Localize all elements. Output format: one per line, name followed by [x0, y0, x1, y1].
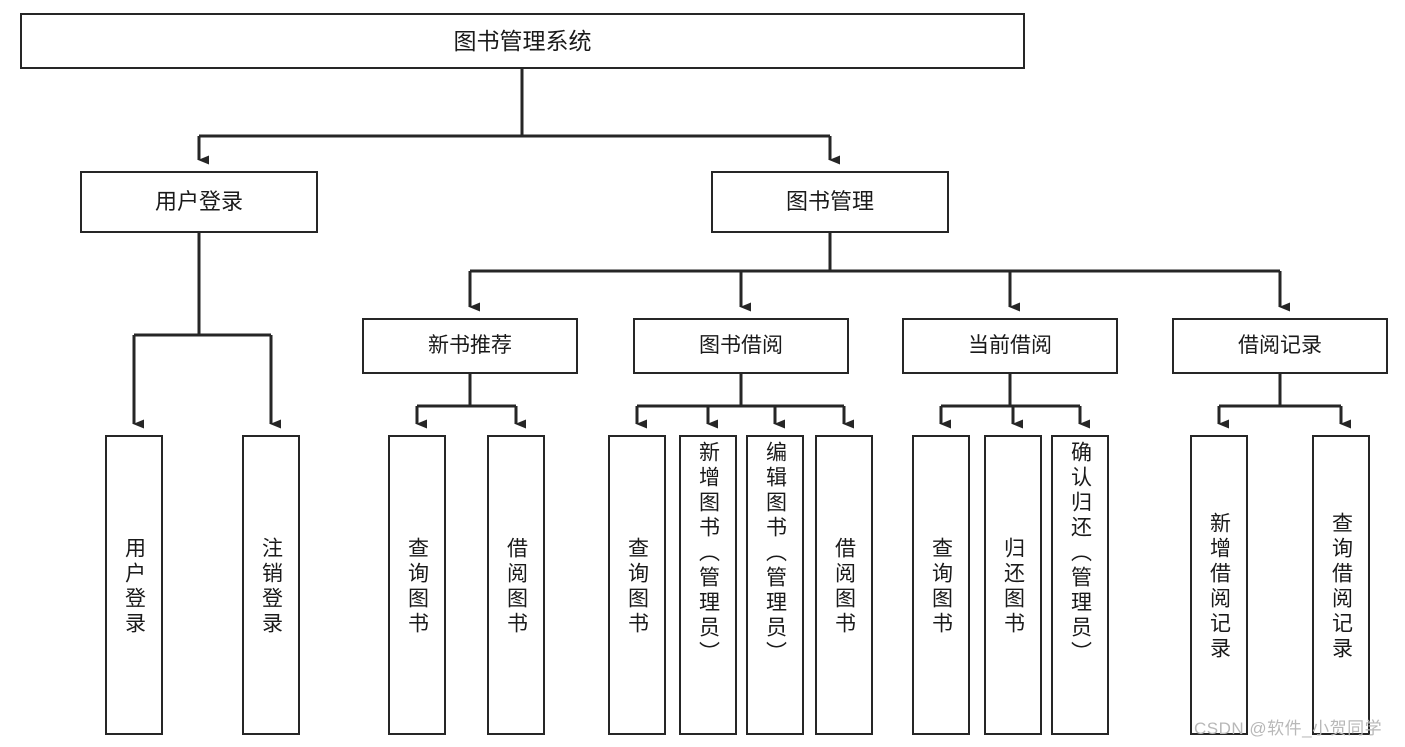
- leaf-label: 编辑图书（管理员）: [763, 441, 787, 666]
- leaf-edit-book-admin[interactable]: 编辑图书（管理员）: [746, 435, 804, 735]
- leaf-label: 确认归还（管理员）: [1068, 441, 1092, 666]
- leaf-add-borrow-record[interactable]: 新增借阅记录: [1190, 435, 1248, 735]
- node-label: 新书推荐: [428, 333, 512, 357]
- leaf-label: 注销登录: [259, 537, 283, 637]
- node-borrow-records[interactable]: 借阅记录: [1172, 318, 1388, 374]
- node-book-management[interactable]: 图书管理: [711, 171, 949, 233]
- leaf-label: 新增借阅记录: [1207, 512, 1231, 662]
- node-user-login[interactable]: 用户登录: [80, 171, 318, 233]
- node-current-borrow[interactable]: 当前借阅: [902, 318, 1118, 374]
- node-label: 图书管理系统: [453, 27, 592, 54]
- node-label: 图书借阅: [699, 333, 783, 357]
- leaf-label: 借阅图书: [832, 537, 856, 637]
- edges-root-to-level2: [197, 69, 840, 165]
- leaf-confirm-return-admin[interactable]: 确认归还（管理员）: [1051, 435, 1109, 735]
- node-root-system[interactable]: 图书管理系统: [20, 13, 1025, 69]
- edges-newbook-to-leaves: [415, 374, 526, 429]
- edges-records-to-leaves: [1217, 374, 1351, 429]
- leaf-query-book-borrow[interactable]: 查询图书: [608, 435, 666, 735]
- node-new-book-recommend[interactable]: 新书推荐: [362, 318, 578, 374]
- leaf-label: 查询图书: [929, 537, 953, 637]
- leaf-borrow-book[interactable]: 借阅图书: [815, 435, 873, 735]
- leaf-label: 查询借阅记录: [1329, 512, 1353, 662]
- leaf-label: 用户登录: [122, 537, 146, 637]
- leaf-return-book[interactable]: 归还图书: [984, 435, 1042, 735]
- leaf-logout[interactable]: 注销登录: [242, 435, 300, 735]
- node-label: 借阅记录: [1238, 333, 1322, 357]
- leaf-label: 借阅图书: [504, 537, 528, 637]
- node-label: 当前借阅: [968, 333, 1052, 357]
- leaf-query-book-current[interactable]: 查询图书: [912, 435, 970, 735]
- leaf-add-book-admin[interactable]: 新增图书（管理员）: [679, 435, 737, 735]
- leaf-label: 查询图书: [625, 537, 649, 637]
- edges-bookmgmt-to-level3: [468, 233, 1290, 312]
- node-label: 用户登录: [154, 189, 243, 215]
- edges-current-to-leaves: [939, 374, 1090, 429]
- csdn-watermark: CSDN @软件_小贺同学: [1194, 719, 1383, 738]
- node-book-borrow[interactable]: 图书借阅: [633, 318, 849, 374]
- edges-borrow-to-leaves: [635, 374, 854, 429]
- node-label: 图书管理: [785, 189, 874, 215]
- leaf-user-login[interactable]: 用户登录: [105, 435, 163, 735]
- leaf-label: 归还图书: [1001, 537, 1025, 637]
- leaf-label: 查询图书: [405, 537, 429, 637]
- edges-userlogin-to-leaves: [132, 233, 281, 429]
- leaf-label: 新增图书（管理员）: [696, 441, 720, 666]
- leaf-query-borrow-record[interactable]: 查询借阅记录: [1312, 435, 1370, 735]
- leaf-borrow-book-newbook[interactable]: 借阅图书: [487, 435, 545, 735]
- leaf-query-book-newbook[interactable]: 查询图书: [388, 435, 446, 735]
